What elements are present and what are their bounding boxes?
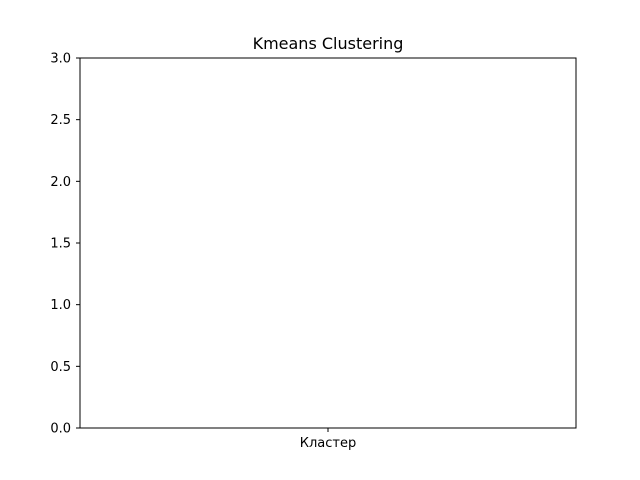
chart-title: Kmeans Clustering [253, 34, 404, 53]
y-tick-label: 1.0 [50, 298, 71, 313]
y-axis: 0.0 0.5 1.0 1.5 2.0 2.5 3.0 [50, 52, 80, 437]
y-tick-label: 1.5 [50, 237, 71, 252]
y-tick-label: 2.5 [50, 113, 71, 128]
y-tick-label: 2.0 [50, 175, 71, 190]
y-tick-label: 0.5 [50, 360, 71, 375]
plot-frame [79, 57, 577, 429]
y-tick-label: 0.0 [50, 422, 71, 437]
y-tick-label: 3.0 [50, 52, 71, 67]
x-axis: Кластер [300, 428, 356, 451]
x-tick-label: Кластер [300, 436, 356, 451]
